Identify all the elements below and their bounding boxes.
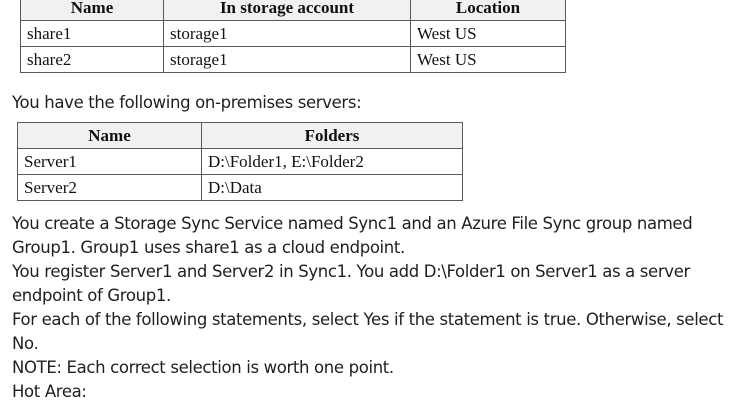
shares-table: Name In storage account Location share1 … bbox=[20, 0, 566, 73]
table-cell: storage1 bbox=[163, 46, 411, 73]
table-cell: D:\Data bbox=[201, 174, 463, 201]
table-cell: share1 bbox=[20, 20, 164, 47]
paragraph-hot-area: Hot Area: bbox=[12, 382, 87, 401]
table-row: Server1 D:\Folder1, E:\Folder2 bbox=[17, 148, 463, 175]
table-header-row: Name In storage account Location bbox=[20, 0, 566, 21]
paragraph-instructions: For each of the following statements, se… bbox=[12, 310, 724, 353]
table-cell: Server1 bbox=[17, 148, 202, 175]
table-row: Server2 D:\Data bbox=[17, 174, 463, 201]
paragraph-note: NOTE: Each correct selection is worth on… bbox=[12, 358, 394, 377]
paragraph-sync-service: You create a Storage Sync Service named … bbox=[12, 214, 693, 257]
table-row: share1 storage1 West US bbox=[20, 20, 566, 47]
table-cell: storage1 bbox=[163, 20, 411, 47]
column-header-storage-account: In storage account bbox=[163, 0, 411, 21]
table-cell: West US bbox=[410, 20, 566, 47]
column-header-name: Name bbox=[20, 0, 164, 21]
table-cell: Server2 bbox=[17, 174, 202, 201]
table-row: share2 storage1 West US bbox=[20, 46, 566, 73]
table-header-row: Name Folders bbox=[17, 122, 463, 149]
column-header-folders: Folders bbox=[201, 122, 463, 149]
table-cell: D:\Folder1, E:\Folder2 bbox=[201, 148, 463, 175]
table-cell: share2 bbox=[20, 46, 164, 73]
servers-table: Name Folders Server1 D:\Folder1, E:\Fold… bbox=[17, 122, 463, 201]
intro-servers-text: You have the following on-premises serve… bbox=[12, 93, 362, 112]
column-header-name: Name bbox=[17, 122, 202, 149]
column-header-location: Location bbox=[410, 0, 566, 21]
question-text: You create a Storage Sync Service named … bbox=[12, 212, 727, 404]
table-cell: West US bbox=[410, 46, 566, 73]
paragraph-register-servers: You register Server1 and Server2 in Sync… bbox=[12, 262, 690, 305]
